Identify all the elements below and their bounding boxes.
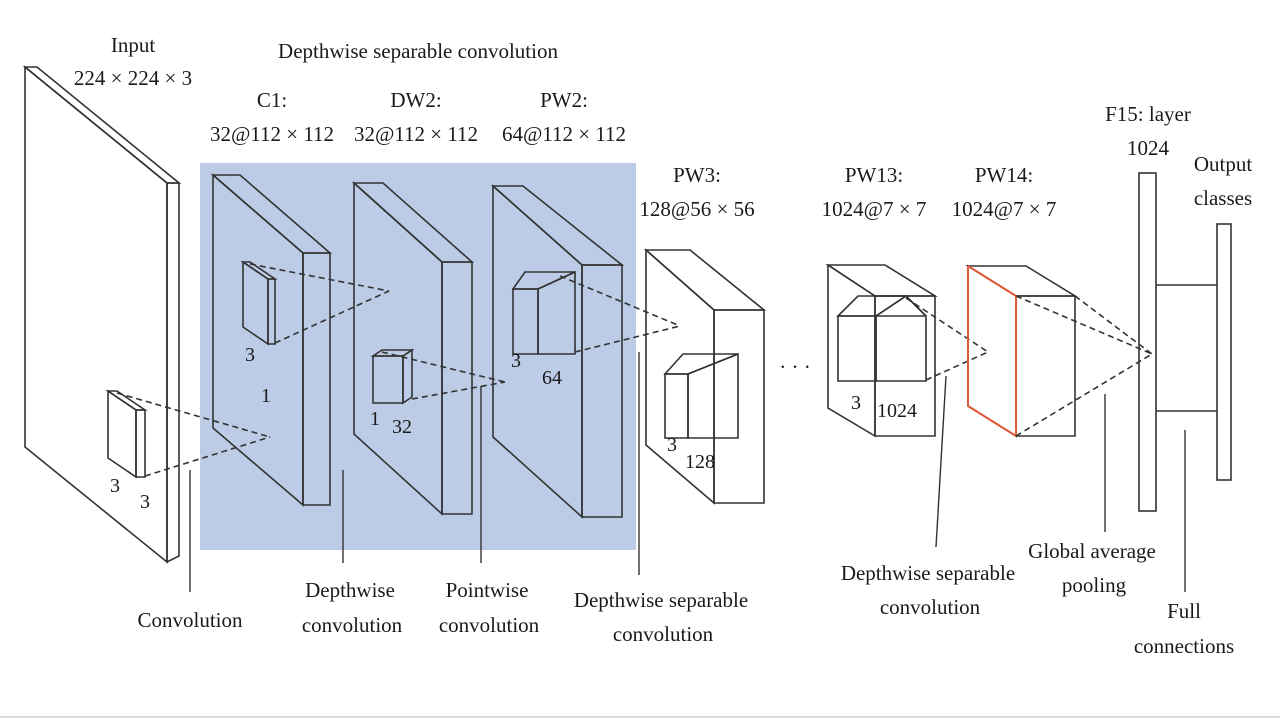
caption-fc-line1: Full	[1167, 599, 1201, 623]
pw14-dims: 1024@7 × 7	[952, 197, 1057, 221]
c1-name: C1:	[257, 88, 287, 112]
pw3-dims: 128@56 × 56	[639, 197, 754, 221]
input-slab	[22, 65, 182, 564]
pw2-slab	[490, 184, 625, 519]
input-proj-top	[116, 392, 271, 438]
output-bar	[1216, 223, 1232, 481]
pw13-kernel	[836, 294, 927, 382]
c1-dims: 32@112 × 112	[210, 122, 334, 146]
pw14-slab	[965, 264, 1078, 438]
input-title: Input	[111, 33, 155, 57]
pw2-dims: 64@112 × 112	[502, 122, 626, 146]
dw2-kernel-label: 1	[370, 408, 380, 430]
c1-depth-label: 1	[261, 385, 271, 407]
caption-pointwise-line1: Pointwise	[446, 578, 529, 602]
caption-dsc2-line1: Depthwise separable	[841, 561, 1015, 585]
c1-proj-bottom	[274, 290, 390, 344]
caption-gap-line1: Global average	[1028, 539, 1156, 563]
pw3-depth-label: 128	[685, 451, 715, 473]
input-proj-bottom	[144, 436, 271, 477]
dw2-name: DW2:	[390, 88, 441, 112]
pw14-proj-mid	[1074, 295, 1153, 355]
pw14-name: PW14:	[975, 163, 1033, 187]
input-kernel	[105, 389, 148, 479]
f15-bar	[1138, 172, 1157, 512]
c1-kernel	[240, 260, 278, 346]
input-kernel-label-1: 3	[110, 475, 120, 497]
input-dims: 224 × 224 × 3	[74, 66, 192, 90]
output-title-line1: Output	[1194, 152, 1253, 176]
pw13-proj-bottom	[925, 351, 989, 381]
output-title-line2: classes	[1194, 186, 1252, 210]
dw2-proj-top	[381, 351, 506, 383]
pw13-proj-top	[905, 297, 989, 353]
caption-gap-line2: pooling	[1062, 573, 1127, 597]
pw14-proj-bottom	[1015, 353, 1153, 437]
f15-name: F15: layer	[1105, 102, 1191, 126]
pw2-proj-bottom	[574, 325, 681, 353]
caption-dsc2-line2: convolution	[880, 595, 981, 619]
caption-convolution: Convolution	[137, 608, 243, 632]
caption-depthwise-line1: Depthwise	[305, 578, 395, 602]
dsc-group-title: Depthwise separable convolution	[278, 39, 558, 63]
caption-fc-line2: connections	[1134, 634, 1234, 658]
caption-dsc1-line2: convolution	[613, 622, 714, 646]
pw13-name: PW13:	[845, 163, 903, 187]
pw2-depth-label: 64	[542, 367, 562, 389]
pw13-dims: 1024@7 × 7	[822, 197, 927, 221]
dw2-depth-label: 32	[392, 416, 412, 438]
pw13-slab	[825, 263, 938, 438]
dw2-proj-bottom	[411, 381, 506, 400]
pw2-name: PW2:	[540, 88, 588, 112]
pw2-proj-top	[559, 275, 681, 327]
dw2-dims: 32@112 × 112	[354, 122, 478, 146]
pw14-proj-top	[1015, 295, 1153, 355]
pw13-depth-label: 1024	[877, 400, 917, 422]
c1-proj-top	[249, 263, 390, 292]
f15-dims: 1024	[1127, 136, 1170, 160]
caption-pointwise-line2: convolution	[439, 613, 540, 637]
dw2-kernel	[370, 348, 415, 405]
c1-kernel-label: 3	[245, 344, 255, 366]
pw3-kernel	[663, 352, 739, 439]
caption-dsc1-line1: Depthwise separable	[574, 588, 748, 612]
caption-depthwise-line2: convolution	[302, 613, 403, 637]
leader-dsc2	[935, 375, 947, 548]
pw3-kernel-label: 3	[667, 434, 677, 456]
input-kernel-label-2: 3	[140, 491, 150, 513]
pw2-kernel-label: 3	[511, 350, 521, 372]
c1-slab	[210, 173, 333, 507]
dw2-slab	[351, 181, 475, 516]
pw13-kernel-label: 3	[851, 392, 861, 414]
pw3-name: PW3:	[673, 163, 721, 187]
ellipsis: · · ·	[779, 355, 810, 379]
